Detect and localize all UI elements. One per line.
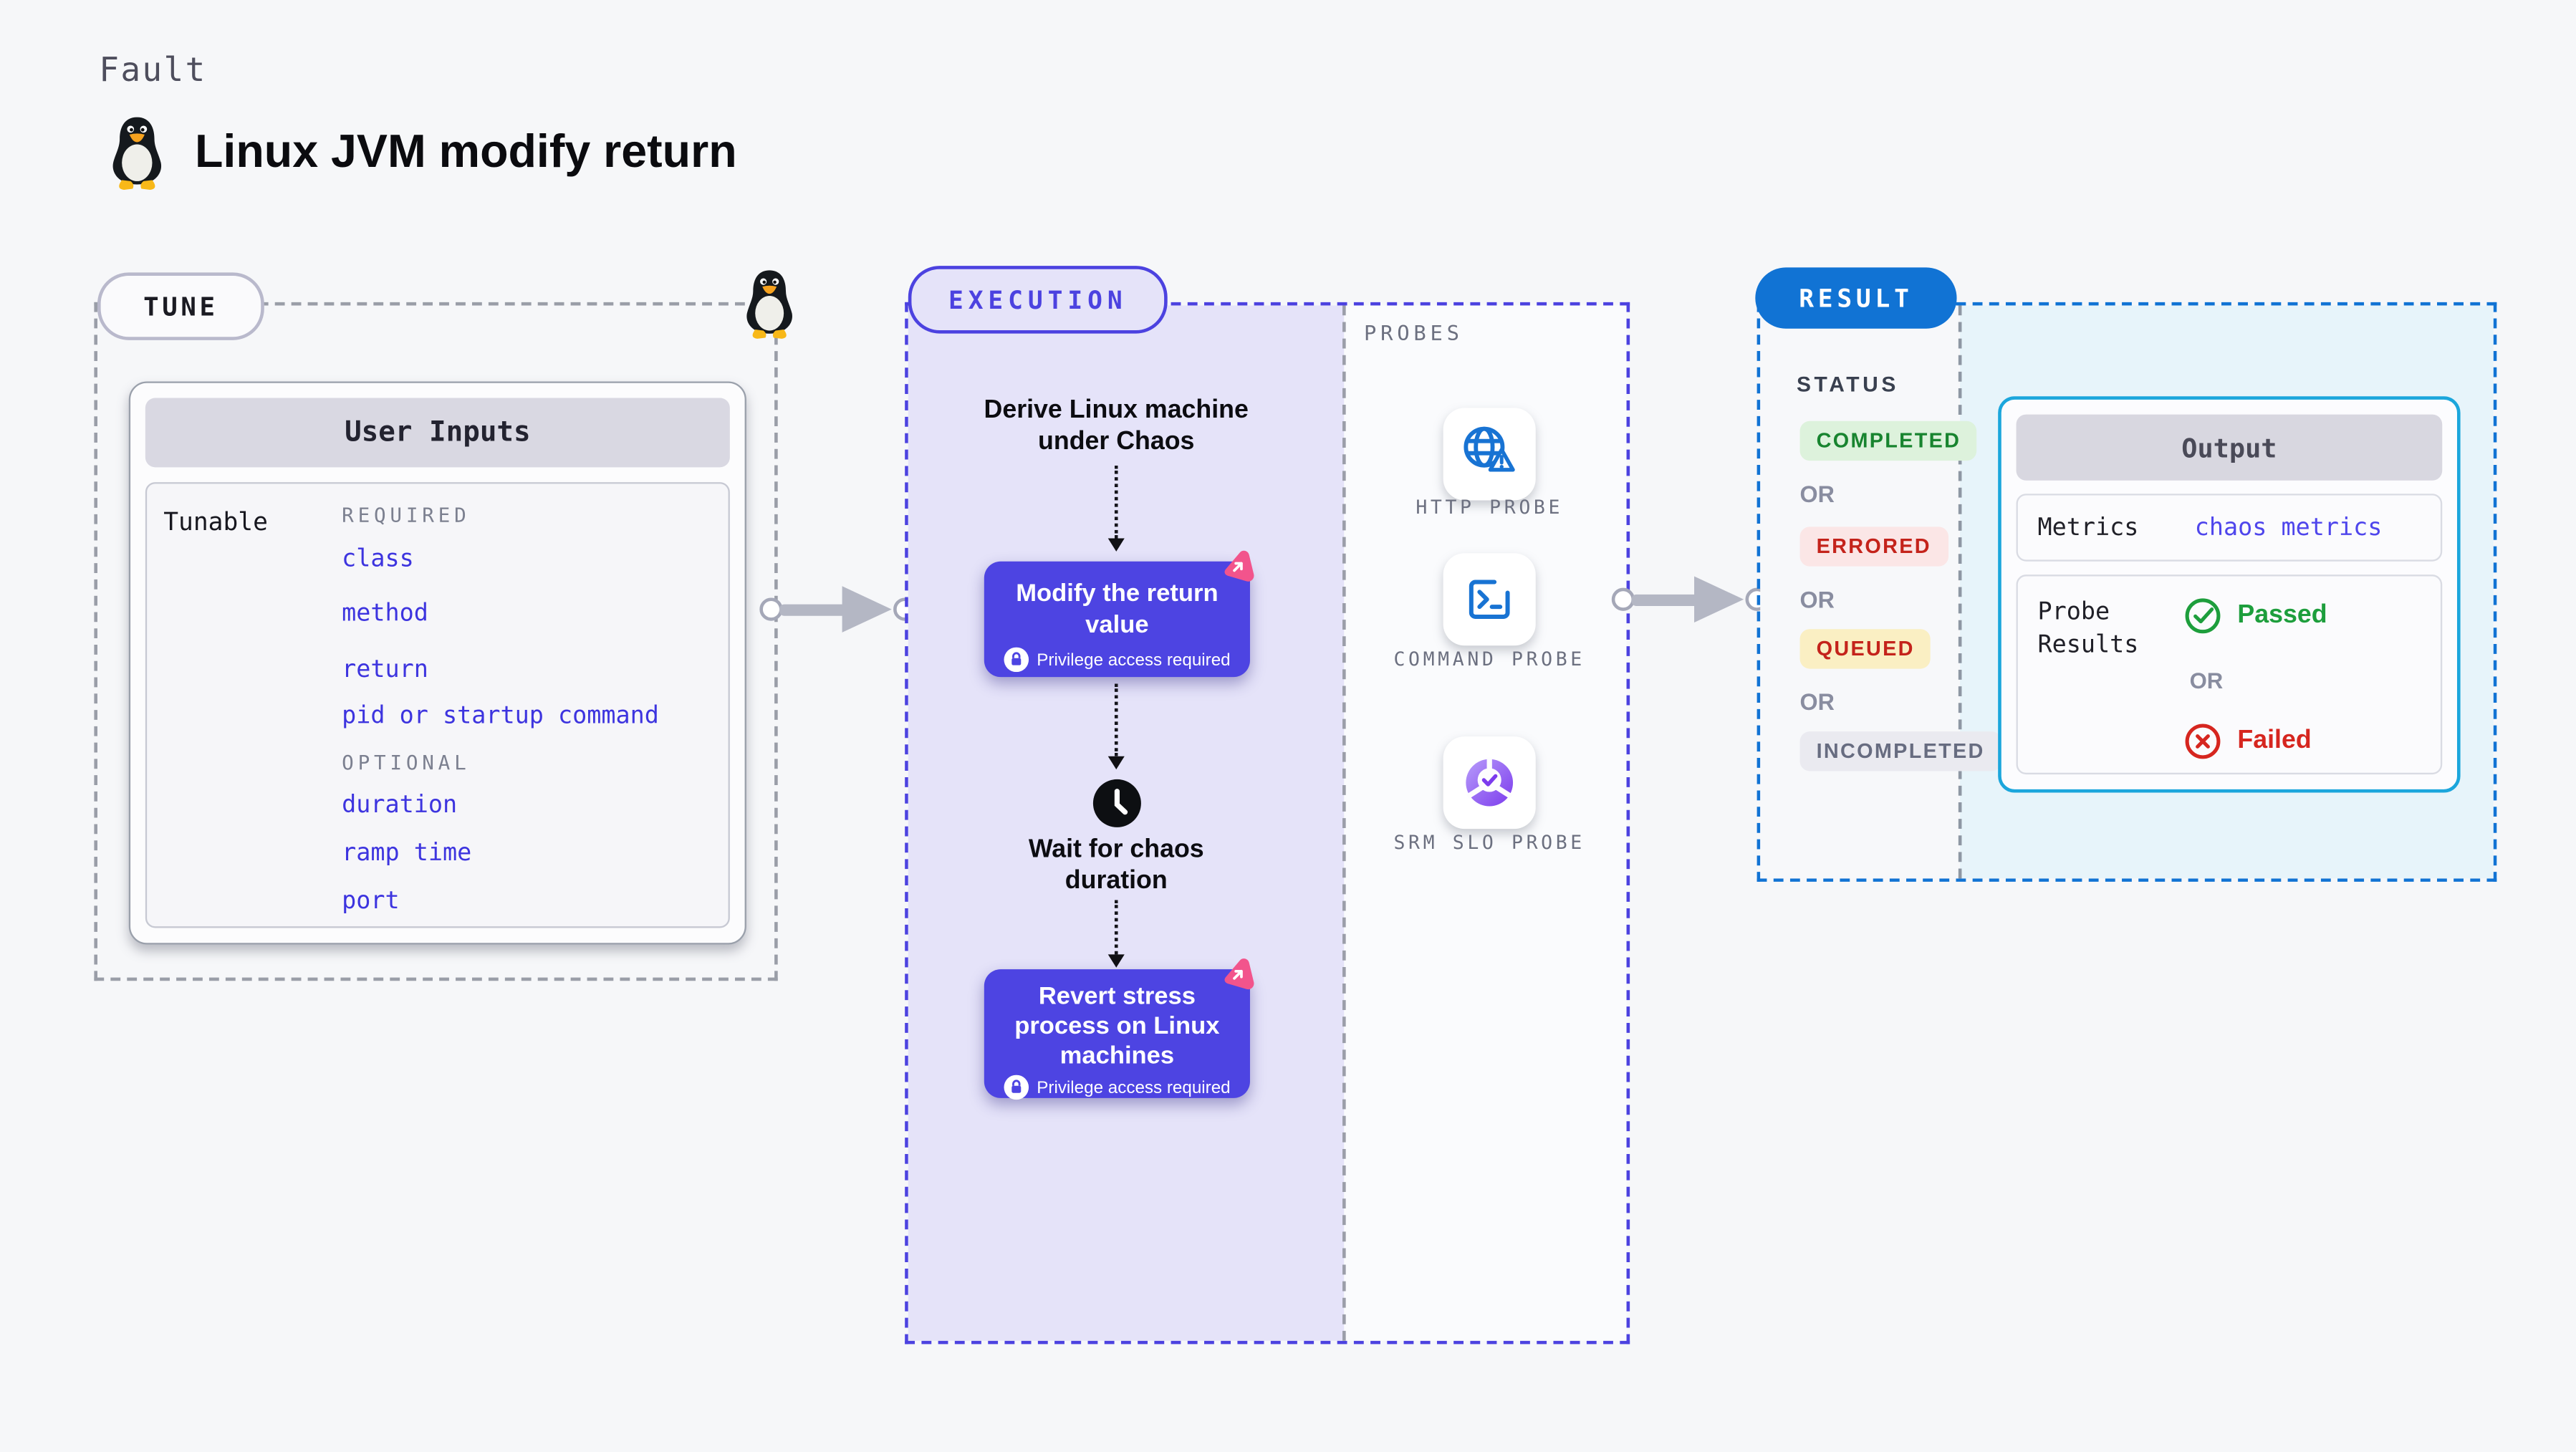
revert-stress-step: Revert stress process on Linux machines … bbox=[984, 969, 1250, 1100]
wait-step-label: Wait for chaos duration bbox=[1028, 835, 1204, 895]
clock-icon bbox=[1092, 779, 1141, 827]
http-probe-card bbox=[1443, 408, 1536, 501]
execution-pill: EXECUTION bbox=[908, 266, 1168, 334]
or-separator: OR bbox=[1799, 586, 1835, 613]
probe-results-row: Probe Results Passed OR F bbox=[2016, 574, 2443, 775]
linux-penguin-icon bbox=[112, 117, 162, 191]
flow-arrowhead-icon bbox=[1107, 756, 1125, 770]
flow-arrowhead-icon bbox=[1107, 954, 1125, 968]
metrics-row: Metrics chaos metrics bbox=[2016, 494, 2443, 562]
revert-stress-title: Revert stress process on Linux machines bbox=[1014, 982, 1220, 1070]
srm-slo-probe-label: SRM SLO PROBE bbox=[1393, 830, 1585, 854]
modify-return-step: Modify the return value Privilege access… bbox=[984, 561, 1250, 678]
slo-pie-check-icon bbox=[1466, 757, 1514, 807]
input-link-duration[interactable]: duration bbox=[342, 792, 458, 819]
probe-results-label: Probe Results bbox=[2037, 599, 2139, 659]
status-header: STATUS bbox=[1796, 371, 1900, 397]
status-badge-errored: ERRORED bbox=[1799, 527, 1948, 567]
input-link-class[interactable]: class bbox=[342, 546, 414, 573]
flow-arrowhead-icon bbox=[1107, 538, 1125, 552]
tune-section-box bbox=[94, 302, 778, 981]
http-probe-label: HTTP PROBE bbox=[1416, 495, 1564, 519]
output-card: Output Metrics chaos metrics Probe Resul… bbox=[1998, 396, 2461, 793]
input-link-method[interactable]: method bbox=[342, 601, 428, 628]
required-label: REQUIRED bbox=[342, 504, 471, 527]
derive-step-label: Derive Linux machine under Chaos bbox=[984, 396, 1249, 456]
status-fill bbox=[1760, 305, 1961, 879]
failed-label: Failed bbox=[2237, 726, 2312, 755]
flow-connector bbox=[1114, 683, 1118, 756]
execution-to-result-arrow bbox=[1611, 576, 1770, 623]
lock-icon bbox=[1004, 1074, 1029, 1100]
metrics-label: Metrics bbox=[2037, 514, 2139, 541]
page-title: Linux JVM modify return bbox=[195, 125, 737, 177]
modify-return-title: Modify the return value bbox=[1016, 580, 1219, 638]
status-badge-incompleted: INCOMPLETED bbox=[1799, 731, 2001, 771]
user-inputs-card: User Inputs Tunable REQUIRED class metho… bbox=[128, 381, 746, 945]
input-link-port[interactable]: port bbox=[342, 888, 400, 915]
status-badge-completed: COMPLETED bbox=[1799, 420, 1978, 461]
flow-connector bbox=[1114, 466, 1118, 539]
command-probe-label: COMMAND PROBE bbox=[1393, 647, 1585, 670]
globe-alert-icon bbox=[1464, 426, 1515, 472]
check-circle-icon bbox=[2185, 598, 2221, 634]
tune-pill: TUNE bbox=[97, 272, 264, 340]
privilege-badge: Privilege access required bbox=[984, 1074, 1250, 1100]
tune-to-execution-arrow bbox=[759, 586, 918, 633]
failed-verdict: Failed bbox=[2183, 721, 2312, 761]
output-header: Output bbox=[2016, 414, 2443, 481]
user-inputs-body: Tunable REQUIRED class method return pid… bbox=[145, 482, 730, 928]
passed-verdict: Passed bbox=[2183, 596, 2327, 635]
or-separator: OR bbox=[2189, 668, 2224, 694]
command-probe-card bbox=[1443, 553, 1536, 646]
tunable-label: Tunable bbox=[163, 506, 268, 537]
privilege-badge-label: Privilege access required bbox=[1037, 650, 1231, 670]
input-link-pid-or-startup-command[interactable]: pid or startup command bbox=[342, 703, 659, 730]
lock-icon bbox=[1004, 647, 1029, 673]
user-inputs-header: User Inputs bbox=[145, 398, 730, 468]
probes-divider bbox=[1342, 305, 1346, 1341]
privilege-badge: Privilege access required bbox=[984, 647, 1250, 673]
chaos-metrics-link[interactable]: chaos metrics bbox=[2194, 514, 2383, 541]
result-pill: RESULT bbox=[1755, 267, 1957, 329]
x-circle-icon bbox=[2185, 723, 2221, 759]
probes-label: PROBES bbox=[1364, 320, 1464, 345]
srm-slo-probe-card bbox=[1443, 736, 1536, 830]
fault-kicker: Fault bbox=[99, 49, 207, 90]
chaos-experiment-icon bbox=[1224, 550, 1254, 582]
input-link-ramp-time[interactable]: ramp time bbox=[342, 840, 472, 867]
privilege-badge-label: Privilege access required bbox=[1037, 1077, 1231, 1097]
terminal-icon bbox=[1469, 580, 1510, 619]
passed-label: Passed bbox=[2237, 601, 2327, 630]
or-separator: OR bbox=[1799, 688, 1835, 716]
flow-connector bbox=[1114, 900, 1118, 955]
status-divider bbox=[1958, 305, 1962, 879]
status-badge-queued: QUEUED bbox=[1799, 629, 1931, 669]
input-link-return[interactable]: return bbox=[342, 657, 428, 684]
or-separator: OR bbox=[1799, 480, 1835, 507]
chaos-experiment-icon bbox=[1224, 958, 1254, 990]
linux-penguin-icon bbox=[746, 270, 792, 339]
optional-label: OPTIONAL bbox=[342, 751, 471, 775]
